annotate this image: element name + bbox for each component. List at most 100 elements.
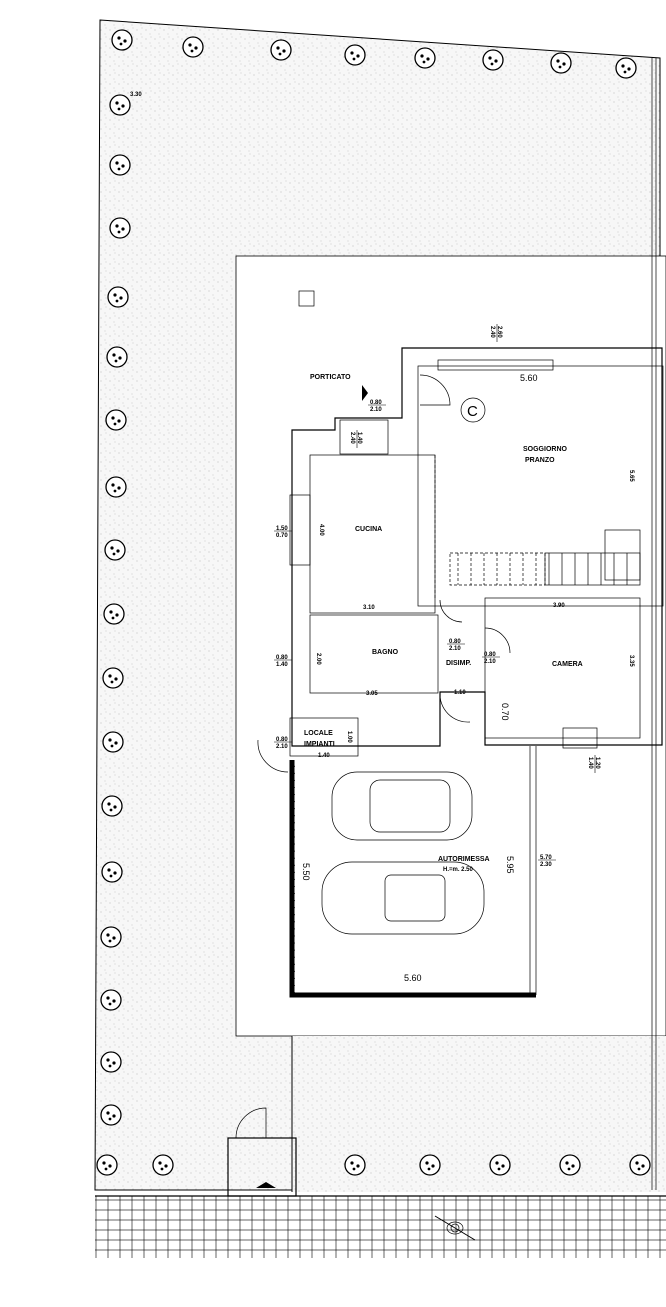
opening-dimension: 1.402.40 — [349, 430, 362, 448]
pedestrian-icon — [434, 1215, 476, 1241]
svg-text:2.10: 2.10 — [276, 744, 288, 750]
label-soggiorno: SOGGIORNO — [523, 446, 568, 453]
svg-text:1.50: 1.50 — [276, 526, 288, 532]
tree-icon — [100, 926, 122, 948]
label-bagno: BAGNO — [372, 649, 399, 656]
opening-dimension: 5.702.30 — [538, 855, 556, 868]
tree-icon — [550, 52, 572, 74]
svg-text:1.40: 1.40 — [276, 662, 288, 668]
tree-icon — [109, 94, 131, 116]
svg-text:0.80: 0.80 — [276, 737, 288, 743]
svg-text:0.80: 0.80 — [276, 655, 288, 661]
dim-garage-depth-left: 5.50 — [301, 863, 311, 881]
svg-text:0.80: 0.80 — [484, 652, 496, 658]
opening-dimension: 0.801.40 — [274, 655, 292, 668]
tree-icon — [100, 1051, 122, 1073]
dim-cucina-depth: 4.00 — [318, 524, 324, 536]
svg-text:2.40: 2.40 — [489, 326, 495, 338]
tree-icon — [629, 1154, 651, 1176]
building — [257, 58, 664, 1190]
dim-camera-width: 3.90 — [553, 603, 565, 609]
tree-icon — [111, 29, 133, 51]
tree-icon — [489, 1154, 511, 1176]
tree-icon — [105, 476, 127, 498]
label-disimp: DISIMP. — [446, 660, 471, 667]
tree-icon — [106, 346, 128, 368]
dim-garage-width: 5.60 — [404, 973, 422, 983]
car-icon — [331, 771, 473, 841]
tree-icon — [270, 39, 292, 61]
svg-text:2.40: 2.40 — [349, 432, 355, 444]
opening-dimension: 0.802.10 — [274, 737, 292, 750]
tree-icon — [101, 861, 123, 883]
svg-text:2.30: 2.30 — [540, 862, 552, 868]
opening-dimension: 0.802.10 — [368, 400, 386, 413]
tree-icon — [107, 286, 129, 308]
tree-icon — [419, 1154, 441, 1176]
tree-icon — [559, 1154, 581, 1176]
dim-garden-corner: 3.30 — [130, 92, 142, 98]
svg-text:5.70: 5.70 — [540, 855, 552, 861]
opening-dimension: 1.201.40 — [587, 755, 600, 773]
tree-icon — [109, 217, 131, 239]
label-pranzo: PRANZO — [525, 457, 555, 464]
tree-icon — [102, 731, 124, 753]
dim-disimp-depth: 0.70 — [500, 703, 510, 721]
tree-icon — [182, 36, 204, 58]
tree-icon — [344, 44, 366, 66]
svg-text:0.80: 0.80 — [449, 639, 461, 645]
svg-text:0.70: 0.70 — [276, 533, 288, 539]
svg-text:1.40: 1.40 — [587, 757, 593, 769]
label-autorimessa-height: H.=m. 2.50 — [443, 867, 474, 873]
label-unit-letter: C — [467, 403, 478, 420]
tree-icon — [482, 49, 504, 71]
dim-bagno-width: 3.05 — [366, 691, 378, 697]
tree-icon — [152, 1154, 174, 1176]
tree-icon — [104, 539, 126, 561]
tree-icon — [103, 603, 125, 625]
label-porticato: PORTICATO — [310, 374, 351, 381]
pedestrian-gate — [227, 1137, 297, 1197]
lot-inner — [235, 255, 666, 1037]
trees — [96, 29, 651, 1176]
svg-text:2.60: 2.60 — [496, 326, 502, 338]
tree-icon — [615, 57, 637, 79]
dim-soggiorno-width: 5.60 — [520, 373, 538, 383]
opening-dimension: 0.802.10 — [447, 639, 465, 652]
tree-icon — [101, 795, 123, 817]
dim-garage-depth-right: 5.95 — [505, 856, 515, 874]
label-camera: CAMERA — [552, 661, 583, 668]
dim-disimp-width: 1.10 — [454, 690, 466, 696]
svg-text:1.20: 1.20 — [594, 757, 600, 769]
label-locale: LOCALE — [304, 730, 333, 737]
opening-dimension: 2.602.40 — [489, 324, 502, 342]
tree-icon — [100, 989, 122, 1011]
label-autorimessa: AUTORIMESSA — [438, 856, 490, 863]
tree-icon — [102, 667, 124, 689]
svg-text:2.10: 2.10 — [484, 659, 496, 665]
dim-soggiorno-depth: 5.65 — [628, 470, 634, 482]
unit-marker — [460, 397, 486, 423]
opening-dimension: 0.802.10 — [482, 652, 500, 665]
tree-icon — [414, 47, 436, 69]
dim-locale-width: 1.40 — [318, 753, 330, 759]
small-square — [298, 290, 315, 307]
svg-text:1.40: 1.40 — [356, 432, 362, 444]
tree-icon — [96, 1154, 118, 1176]
tree-icon — [105, 409, 127, 431]
label-cucina: CUCINA — [355, 526, 382, 533]
dim-camera-depth: 3.35 — [628, 655, 634, 667]
dim-bagno-depth: 2.00 — [315, 653, 321, 665]
tree-icon — [344, 1154, 366, 1176]
svg-text:2.10: 2.10 — [370, 407, 382, 413]
label-impianti: IMPIANTI — [304, 741, 335, 748]
dim-locale-depth: 1.00 — [346, 731, 352, 743]
tree-icon — [100, 1104, 122, 1126]
svg-text:0.80: 0.80 — [370, 400, 382, 406]
tree-icon — [109, 154, 131, 176]
dim-cucina-width: 3.10 — [363, 605, 375, 611]
convertible-car-icon — [321, 861, 485, 935]
sidewalk — [95, 1196, 666, 1258]
opening-dimension: 1.500.70 — [274, 526, 292, 539]
